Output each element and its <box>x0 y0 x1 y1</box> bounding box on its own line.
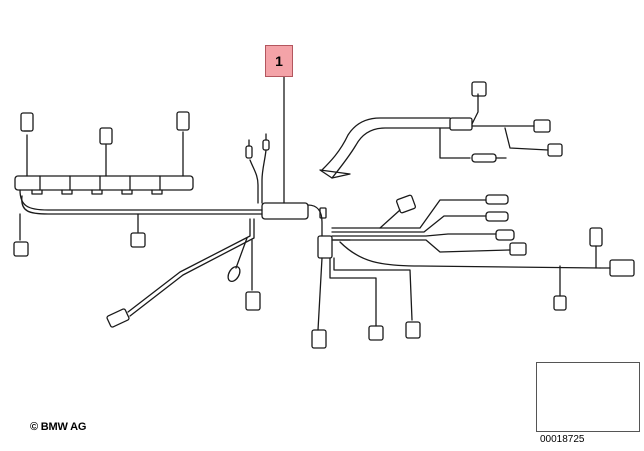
upper-hose <box>319 117 473 179</box>
connector-top-right <box>471 81 563 157</box>
top-connector-left <box>20 112 34 177</box>
branch-lower-left <box>106 218 255 328</box>
right-fanout <box>331 194 527 256</box>
branch-hose-sensor <box>439 127 507 163</box>
connector-lower-left <box>13 213 29 257</box>
branch-lower-center <box>311 257 421 349</box>
callout-badge[interactable]: 1 <box>265 45 293 77</box>
connector-lower-mid <box>130 213 146 248</box>
copyright-text: © BMW AG <box>30 421 87 433</box>
vehicle-locator-thumbnail <box>536 362 640 432</box>
top-connector-right <box>176 111 190 177</box>
top-connector-middle <box>99 127 113 177</box>
central-sleeve <box>261 202 351 259</box>
sensor-fan-top <box>379 194 416 229</box>
branch-sensor-left <box>227 237 248 283</box>
branch-plug-down <box>245 239 261 311</box>
main-trunk-left <box>19 189 263 211</box>
sensor-branch-top <box>245 133 270 204</box>
branch-right-long <box>339 227 635 311</box>
injector-rail <box>14 175 194 195</box>
document-number: 00018725 <box>540 434 585 445</box>
